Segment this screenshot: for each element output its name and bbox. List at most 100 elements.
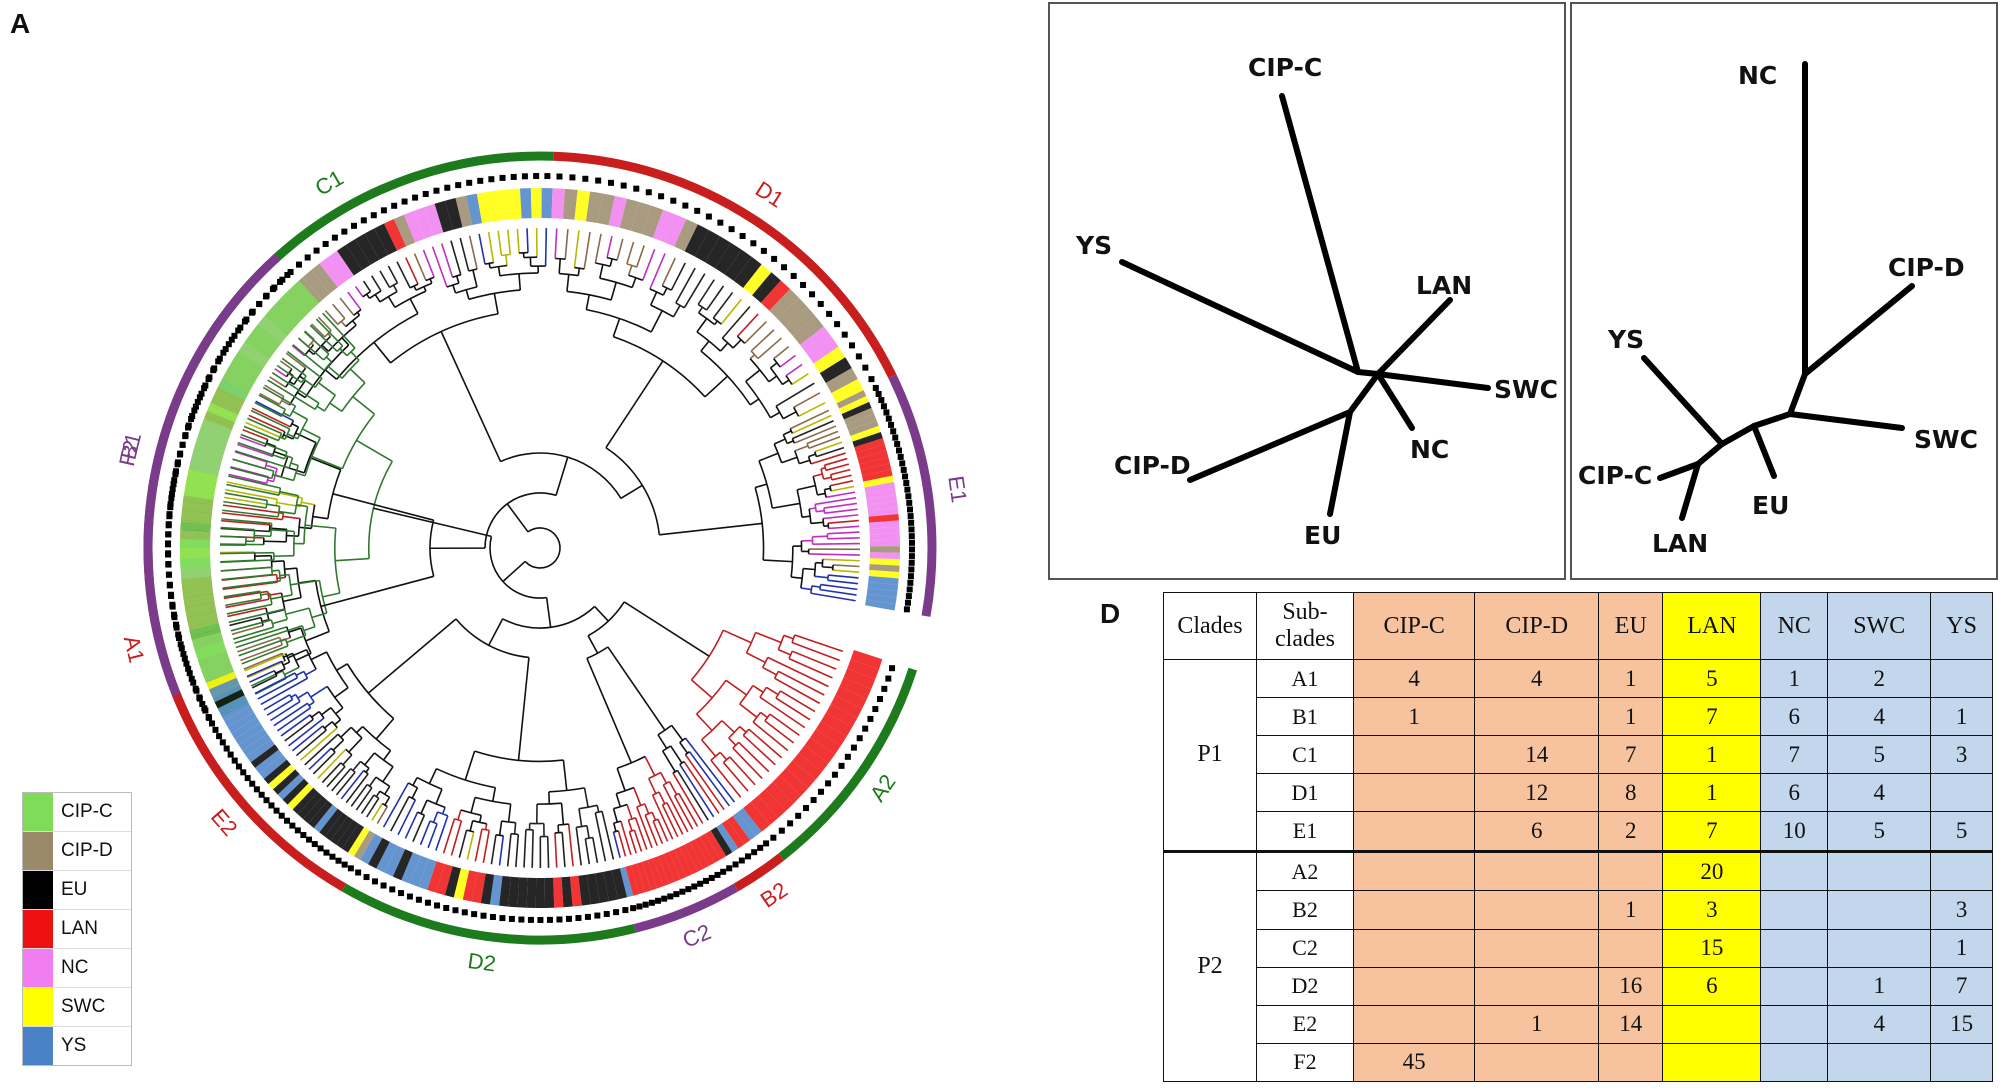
count-cell: 14 (1598, 1004, 1664, 1044)
tree-branch (567, 824, 574, 867)
tip-marker (757, 844, 764, 851)
tree-branch (826, 575, 830, 581)
tip-color-cell (208, 677, 240, 696)
tree-branch (513, 822, 517, 835)
tip-marker (296, 261, 303, 268)
tip-marker (708, 874, 715, 881)
tree-branch (616, 238, 624, 261)
tree-branch (531, 829, 534, 868)
tip-color-cell (277, 774, 305, 800)
tree-branch (824, 457, 848, 466)
tree-branch (273, 702, 308, 727)
tree-branch (294, 495, 300, 514)
subclade-cell: F2 (1256, 1042, 1354, 1083)
tree-branch (247, 660, 286, 679)
tip-marker (892, 434, 899, 441)
tree-branch (281, 399, 291, 406)
tip-color-cell (466, 193, 483, 226)
tree-branch (376, 806, 389, 824)
tip-marker (240, 769, 247, 776)
tip-color-cell (689, 839, 710, 869)
tree-branch (468, 289, 521, 301)
tree-branch (661, 257, 676, 287)
tree-branch (800, 587, 812, 591)
tip-color-cell (544, 877, 555, 908)
tree-branch (626, 241, 635, 265)
tree-branch (396, 261, 411, 289)
tip-color-cell (636, 861, 652, 893)
tree-branch (351, 320, 357, 326)
tip-marker (894, 441, 901, 448)
tip-marker (355, 869, 362, 876)
tree-c-branch (1719, 423, 1757, 447)
tree-branch (679, 760, 685, 766)
tip-color-cell (199, 654, 231, 674)
tip-color-cell (551, 188, 566, 219)
tree-branch (478, 815, 483, 823)
tree-branch (828, 574, 859, 579)
legend-label: LAN (61, 918, 98, 939)
tree-branch (234, 451, 268, 463)
tree-branch (440, 243, 454, 278)
tip-color-cell (217, 695, 248, 715)
tip-marker (304, 254, 311, 261)
tip-color-cell (721, 819, 745, 849)
table-header-cell: CIP-D (1474, 592, 1600, 660)
tip-marker (273, 807, 280, 814)
tree-branch (648, 778, 657, 794)
tree-b-label: LAN (1416, 271, 1472, 300)
tree-branch (242, 428, 269, 441)
tip-color-cell (869, 564, 900, 573)
tree-branch (409, 298, 419, 314)
tip-color-cell (585, 191, 603, 224)
tip-marker (844, 753, 851, 760)
tree-branch (371, 275, 382, 292)
tip-color-cell (353, 830, 375, 860)
tip-marker (174, 461, 181, 468)
tree-branch (676, 769, 709, 821)
tip-marker (850, 744, 857, 751)
tip-marker (903, 480, 910, 487)
tip-marker (480, 912, 487, 919)
tree-branch (770, 411, 781, 419)
tree-branch (267, 479, 274, 483)
tree-branch (808, 508, 812, 524)
tip-marker (556, 916, 563, 923)
tip-color-cell (302, 270, 331, 300)
tip-marker (648, 899, 655, 906)
tip-marker (198, 390, 205, 397)
tree-branch (749, 354, 756, 360)
tree-branch (455, 275, 460, 284)
tip-marker (284, 271, 291, 278)
tree-branch (628, 816, 636, 821)
tree-c-branch (1751, 423, 1777, 479)
tree-branch (271, 569, 280, 572)
tree-branch (782, 430, 792, 436)
tree-b-branch (1375, 371, 1415, 431)
count-cell: 6 (1662, 966, 1762, 1006)
tip-marker (169, 601, 176, 608)
tip-color-cell (330, 816, 354, 845)
tree-branch (763, 559, 793, 563)
count-cell (1827, 849, 1932, 892)
tree-branch (234, 626, 288, 644)
tree-c-branch (1802, 283, 1915, 377)
tree-branch (701, 739, 717, 757)
clade-label: B2 (756, 877, 792, 913)
tree-branch (337, 317, 346, 325)
tree-branch (324, 369, 338, 380)
tree-branch (673, 795, 694, 830)
tip-marker (172, 471, 179, 478)
tip-marker (455, 182, 462, 189)
tree-branch (314, 402, 320, 410)
tip-color-cell (313, 804, 338, 833)
tree-branch (612, 318, 621, 337)
tree-branch (220, 535, 246, 538)
tip-color-cell (268, 764, 296, 790)
tip-marker (231, 757, 238, 764)
tip-marker (745, 853, 752, 860)
tree-branch (323, 361, 333, 371)
tip-marker (544, 173, 551, 180)
tree-branch (661, 750, 676, 773)
